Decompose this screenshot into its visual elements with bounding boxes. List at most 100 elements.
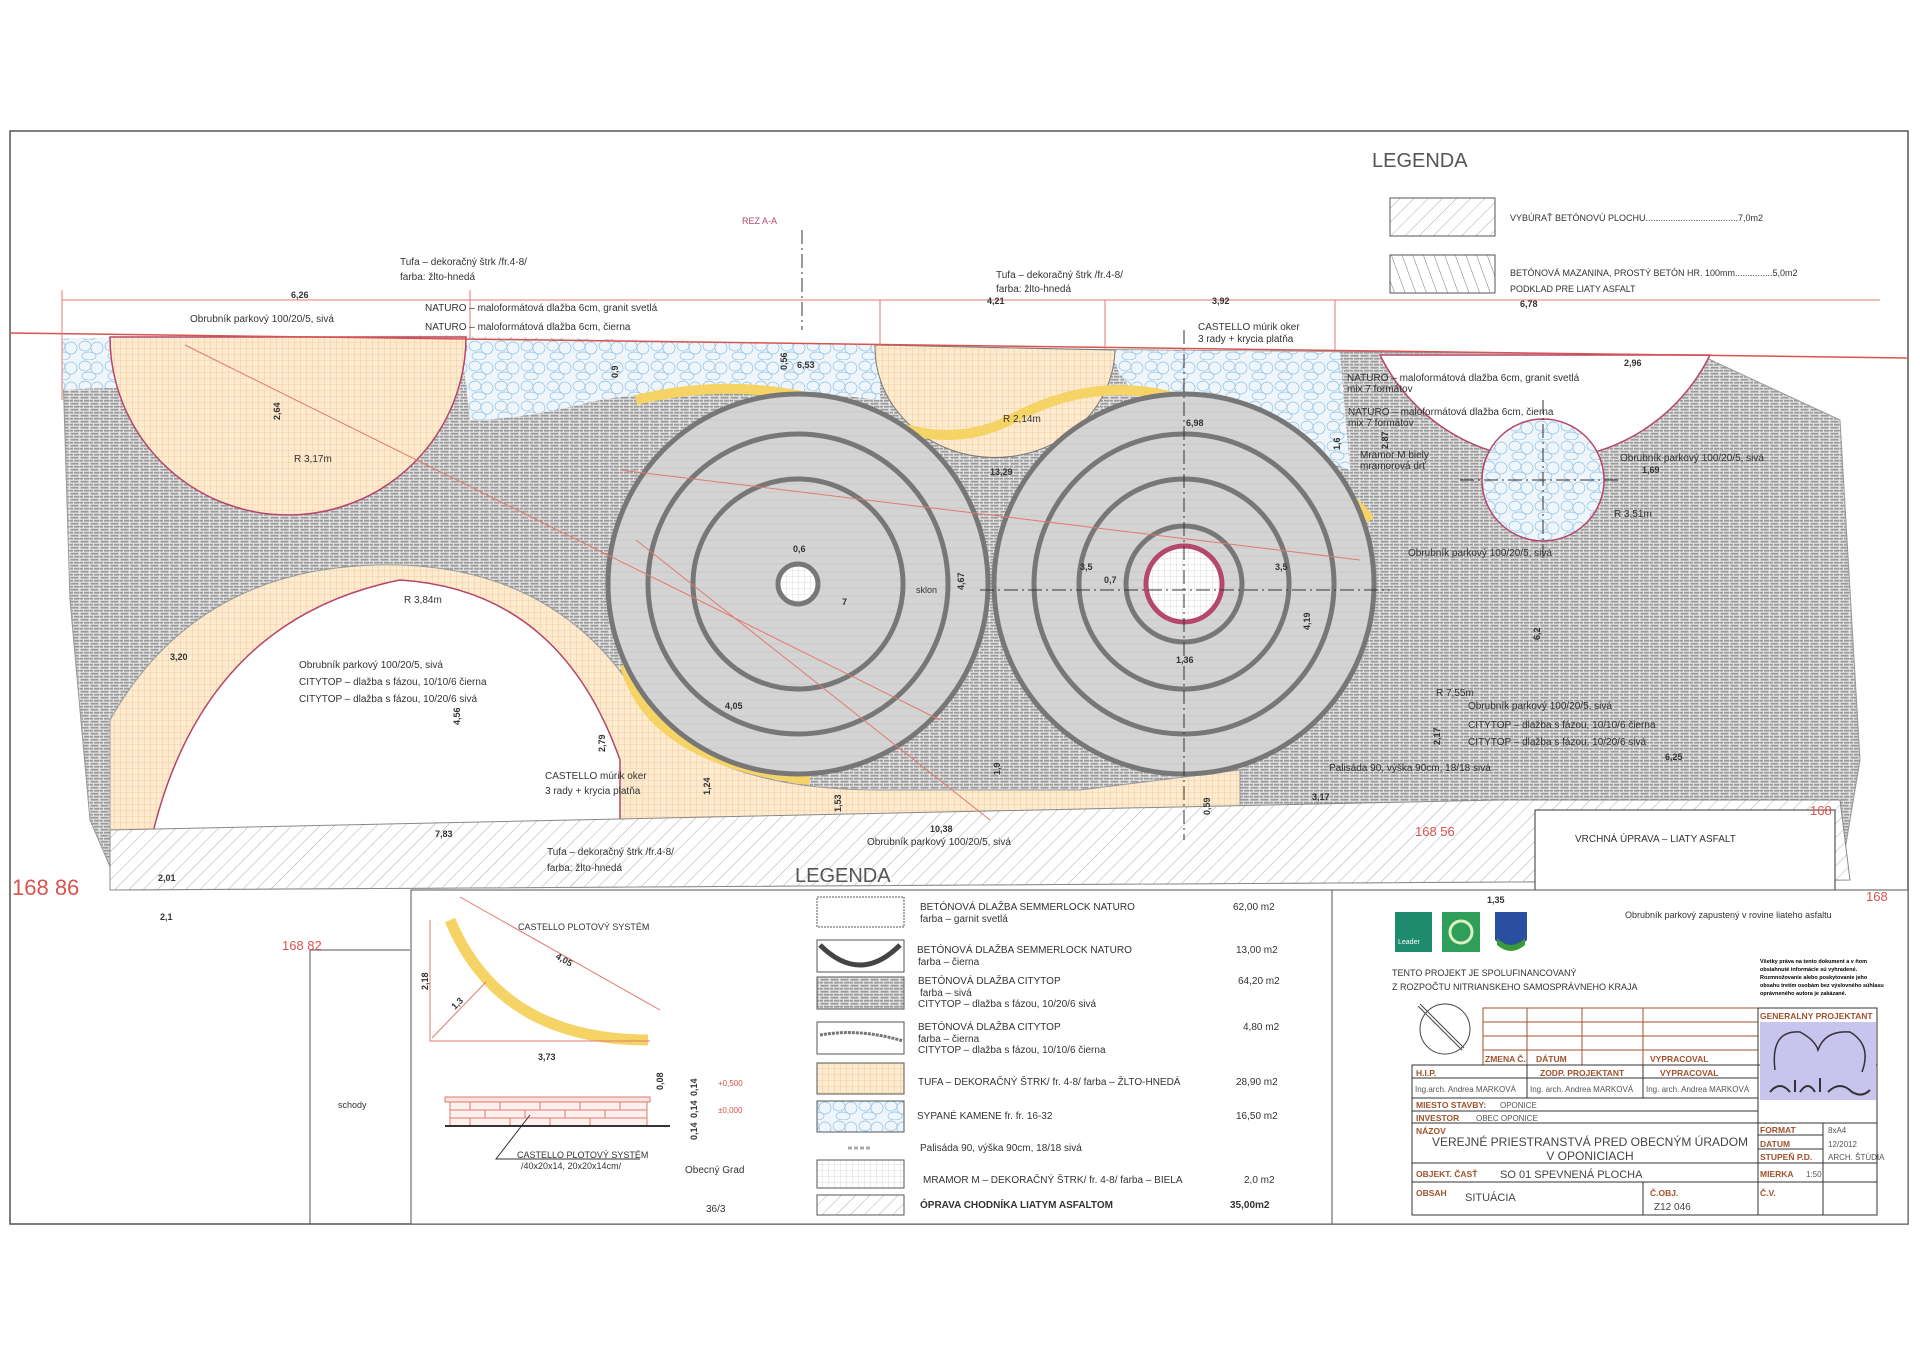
- radius-2: R 3,84m: [404, 595, 442, 606]
- swatch-citytop-grey: [816, 976, 905, 1010]
- label-naturo-black: NATURO – maloformátová dlažba 6cm, čiern…: [425, 322, 631, 333]
- stones-area-mid: [460, 336, 880, 420]
- scale-value: 1:50: [1806, 1170, 1822, 1179]
- dimension-lines: [61, 290, 1880, 400]
- dim: 3,20: [170, 652, 188, 662]
- dim-row-3: 0,14: [689, 1122, 699, 1140]
- dim: 0,7: [1104, 575, 1117, 585]
- swatch-marble: [816, 1159, 905, 1189]
- disclaimer: oprávneného autora je zakázané.: [1760, 991, 1847, 997]
- dim: 2,87: [1380, 431, 1390, 449]
- legend-amount: 28,90 m2: [1236, 1077, 1278, 1088]
- plan-labels: REZ A-A Tufa – dekoračný štrk /fr.4-8/ f…: [12, 216, 1888, 953]
- legend-amount: 13,00 m2: [1236, 945, 1278, 956]
- investor-label: INVESTOR: [1416, 1113, 1459, 1123]
- dim: 7,83: [435, 829, 453, 839]
- dim: 0,56: [779, 352, 789, 370]
- site-plan: [9, 230, 1909, 891]
- coat-of-arms-logo: [1495, 912, 1527, 948]
- legend-label: SYPANÉ KAMENE fr. fr. 16-32: [917, 1109, 1053, 1122]
- swatch-citytop-black: [816, 1021, 905, 1055]
- label-curb-bottom: Obrubník parkový 100/20/5, sivá: [867, 837, 1011, 848]
- tufa-area-top-left: [109, 336, 467, 516]
- site-label: MIESTO STAVBY:: [1416, 1100, 1486, 1110]
- dim: 1,9: [992, 762, 1002, 775]
- funding-block: Leader TENTO PROJEKT JE SPOLUFINANCOVANÝ…: [1392, 912, 1884, 1055]
- site-value: OPONICE: [1500, 1101, 1537, 1110]
- dimension-lines-diagonal: [184, 344, 1361, 821]
- scale-label: MIERKA: [1760, 1169, 1794, 1179]
- dim: 4,56: [452, 707, 462, 725]
- eu-logo: [1442, 912, 1480, 952]
- studio-logo: [1760, 1022, 1876, 1100]
- dim: 4,67: [956, 572, 966, 590]
- disclaimer: Všetky práva na tento dokument a v ňom: [1760, 959, 1867, 965]
- level-top: +0,500: [718, 1079, 743, 1088]
- legend-sub: farba – garnit svetlá: [920, 914, 1008, 925]
- hip-name: Ing.arch. Andrea MARKOVÁ: [1415, 1085, 1517, 1094]
- label-citytop-black-right: CITYTOP – dlažba s fázou, 10/10/6 čierna: [1468, 720, 1656, 731]
- dim: 1,53: [833, 794, 843, 812]
- legend-concrete-screed-sub: PODKLAD PRE LIATY ASFALT: [1510, 284, 1636, 294]
- label-naturo-light-right: NATURO – maloformátová dlažba 6cm, grani…: [1347, 373, 1580, 384]
- legend-sub: farba – čierna: [918, 957, 980, 968]
- dim: 1,69: [1642, 465, 1660, 475]
- top-legend: LEGENDA VYBÚRAŤ BETÓNOVÚ PLOCHU.........…: [1372, 150, 1798, 294]
- label-tufa-bottom-color: farba: žlto-hnedá: [547, 863, 622, 874]
- dim: 1,24: [702, 777, 712, 795]
- north-arrow-icon: [1417, 1003, 1471, 1055]
- level-mark: 168 86: [12, 875, 79, 900]
- dim: 3,5: [1275, 562, 1288, 572]
- castello-title: CASTELLO PLOTOVÝ SYSTÉM: [518, 922, 649, 932]
- content-label: OBSAH: [1416, 1188, 1447, 1198]
- legend-label: TUFA – DEKORAČNÝ ŠTRK/ fr. 4-8/ farba – …: [918, 1075, 1181, 1088]
- label-curb-right-mid: Obrubník parkový 100/20/5, sivá: [1408, 548, 1552, 559]
- material-legend: BETÓNOVÁ DLAŽBA SEMMERLOCK NATURO 62,00 …: [816, 896, 1280, 1216]
- asphalt-sidewalk: [109, 799, 1851, 891]
- funding-line-1: TENTO PROJEKT JE SPOLUFINANCOVANÝ: [1392, 968, 1577, 978]
- content-value: SITUÁCIA: [1465, 1191, 1516, 1204]
- dim-base: 3,73: [538, 1052, 556, 1062]
- label-naturo-light-right-sub: mix 7 formátov: [1347, 384, 1413, 395]
- resp-name: Ing. arch. Andrea MARKOVÁ: [1530, 1085, 1634, 1094]
- label-marble-sub: mramorová drť: [1360, 461, 1426, 472]
- castello-section-sub: /40x20x14, 20x20x14cm/: [521, 1161, 622, 1171]
- legend-label: ÓPRAVA CHODNÍKA LIATYM ASFALTOM: [920, 1198, 1113, 1211]
- axis-lines: [801, 230, 1620, 840]
- dim: 7: [842, 597, 847, 607]
- obj-no-label: Č.OBJ.: [1650, 1187, 1678, 1198]
- rev-date-label: DÁTUM: [1536, 1054, 1567, 1064]
- label-asphalt-top: VRCHNÁ ÚPRAVA – LIATY ASFALT: [1575, 832, 1736, 845]
- castello-section-title: CASTELLO PLOTOVÝ SYSTÉM: [517, 1150, 648, 1160]
- label-naturo-light: NATURO – maloformátová dlažba 6cm, grani…: [425, 303, 658, 314]
- top-legend-title: LEGENDA: [1372, 150, 1468, 172]
- legend-amount: 62,00 m2: [1233, 902, 1275, 913]
- label-stairs: schody: [338, 1100, 367, 1110]
- disclaimer: obsahu tretím osobám bez výslovného súhl…: [1760, 983, 1884, 989]
- legend-sub: CITYTOP – dlažba s fázou, 10/10/6 čierna: [918, 1045, 1106, 1056]
- obj-no-value: Z12 046: [1654, 1202, 1691, 1213]
- dim: 6,2: [1532, 627, 1542, 640]
- format-value: 8xA4: [1828, 1126, 1847, 1135]
- dim: 10,38: [930, 824, 953, 834]
- part-label: OBJEKT. ČASŤ: [1416, 1168, 1478, 1179]
- rev-change-label: ZMENA Č.: [1485, 1053, 1526, 1064]
- resp-label: ZODP. PROJEKTANT: [1540, 1068, 1625, 1078]
- level-mark: 168 56: [1415, 824, 1455, 839]
- legend-amount: 64,20 m2: [1238, 976, 1280, 987]
- stairs-outline: [309, 949, 410, 1224]
- dim: 3,92: [1212, 296, 1230, 306]
- eu-logo-mark: [1448, 919, 1474, 945]
- legend-amount: 4,80 m2: [1243, 1022, 1280, 1033]
- legend-sub: CITYTOP – dlažba s fázou, 10/20/6 sivá: [918, 999, 1097, 1010]
- section-marker: REZ A-A: [742, 216, 777, 226]
- dim: 4,19: [1302, 612, 1312, 630]
- dim: 2,1: [160, 912, 173, 922]
- dim: 2,96: [1624, 358, 1642, 368]
- label-curb-left: Obrubník parkový 100/20/5, sivá: [299, 660, 443, 671]
- dim-row-1: 0,14: [689, 1078, 699, 1096]
- dim: 2,79: [597, 734, 607, 752]
- label-tufa-bottom: Tufa – dekoračný štrk /fr.4-8/: [547, 847, 674, 858]
- asphalt-top-area: [1534, 809, 1836, 891]
- title-block: ZMENA Č. DÁTUM VYPRACOVAL H.I.P. ZODP. P…: [1411, 1007, 1885, 1216]
